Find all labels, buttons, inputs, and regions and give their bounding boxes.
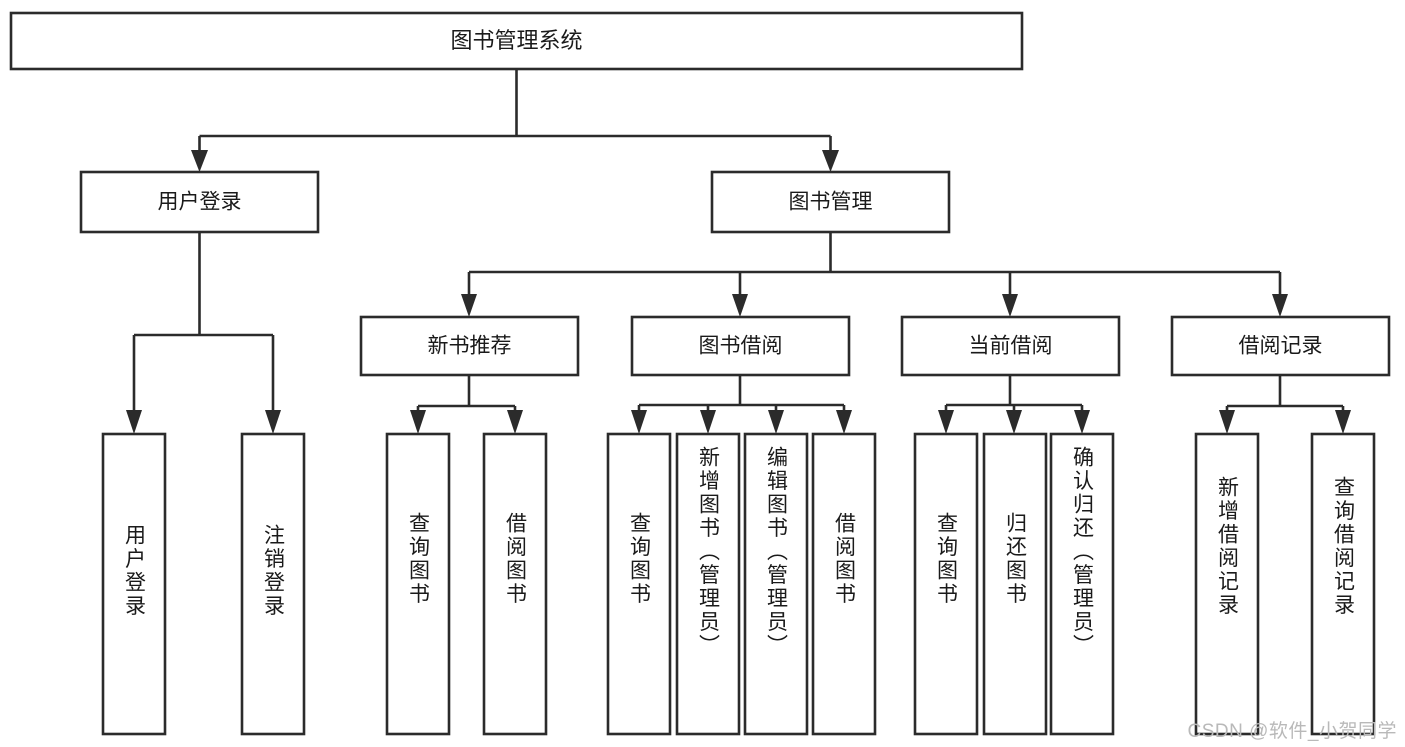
node-query-book-3-box[interactable] bbox=[913, 432, 979, 736]
node-new-book-recommend[interactable]: 新书推荐 bbox=[359, 315, 580, 377]
node-borrow-records-box[interactable] bbox=[1170, 315, 1391, 377]
node-current-borrow-box[interactable] bbox=[900, 315, 1121, 377]
arrowhead-query-book-2 bbox=[631, 410, 647, 434]
node-user-login[interactable]: 用户登录 bbox=[79, 170, 320, 234]
node-user-login-label: 用户登录 bbox=[158, 191, 242, 214]
node-borrow-book-1-box[interactable] bbox=[482, 432, 548, 736]
arrowhead-query-borrow-record bbox=[1335, 410, 1351, 434]
node-new-book-recommend-box[interactable] bbox=[359, 315, 580, 377]
arrowhead-book-borrow bbox=[732, 294, 748, 317]
node-borrow-records-label: 借阅记录 bbox=[1239, 335, 1323, 358]
arrowhead-new-book-recommend bbox=[461, 294, 477, 317]
arrowhead-add-book-admin bbox=[700, 410, 716, 434]
node-layer: 图书管理系统 用户登录 图书管理 新书推荐 图书借阅 bbox=[9, 11, 1391, 736]
arrowhead-return-book bbox=[1006, 410, 1022, 434]
node-current-borrow[interactable]: 当前借阅 bbox=[900, 315, 1121, 377]
node-add-borrow-record-box[interactable] bbox=[1194, 432, 1260, 736]
arrowhead-borrow-book-2 bbox=[836, 410, 852, 434]
node-book-borrow-box[interactable] bbox=[630, 315, 851, 377]
node-add-book-admin-box[interactable] bbox=[675, 432, 741, 736]
node-book-management[interactable]: 图书管理 bbox=[710, 170, 951, 234]
node-query-book-2-box[interactable] bbox=[606, 432, 672, 736]
node-current-borrow-label: 当前借阅 bbox=[969, 335, 1053, 358]
arrowhead-userlogin bbox=[191, 150, 208, 172]
node-borrow-records[interactable]: 借阅记录 bbox=[1170, 315, 1391, 377]
node-user-logout-box[interactable] bbox=[240, 432, 306, 736]
arrowhead-query-book-1 bbox=[410, 410, 426, 434]
arrowhead-query-book-3 bbox=[938, 410, 954, 434]
arrowhead-edit-book-admin bbox=[768, 410, 784, 434]
node-user-login-box[interactable] bbox=[79, 170, 320, 234]
node-book-management-box[interactable] bbox=[710, 170, 951, 234]
node-book-borrow[interactable]: 图书借阅 bbox=[630, 315, 851, 377]
node-book-management-label: 图书管理 bbox=[789, 191, 873, 214]
node-root-box[interactable] bbox=[9, 11, 1024, 71]
edge-layer bbox=[126, 69, 1351, 434]
watermark-text: CSDN @软件_小贺同学 bbox=[1187, 721, 1397, 742]
arrowhead-user-logout bbox=[265, 410, 281, 434]
node-query-borrow-record-box[interactable] bbox=[1310, 432, 1376, 736]
arrowhead-confirm-return-admin bbox=[1074, 410, 1090, 434]
node-book-borrow-label: 图书借阅 bbox=[699, 335, 783, 358]
node-confirm-return-admin-box[interactable] bbox=[1049, 432, 1115, 736]
node-user-login-do-box[interactable] bbox=[101, 432, 167, 736]
node-borrow-book-2-box[interactable] bbox=[811, 432, 877, 736]
arrowhead-borrow-book-1 bbox=[507, 410, 523, 434]
arrowhead-bookmgmt bbox=[822, 150, 839, 172]
arrowhead-user-login-do bbox=[126, 410, 142, 434]
node-root[interactable]: 图书管理系统 bbox=[9, 11, 1024, 71]
node-query-book-1-box[interactable] bbox=[385, 432, 451, 736]
node-root-label: 图书管理系统 bbox=[450, 28, 582, 53]
node-edit-book-admin-box[interactable] bbox=[743, 432, 809, 736]
arrowhead-borrow-records bbox=[1272, 294, 1288, 317]
arrowhead-current-borrow bbox=[1002, 294, 1018, 317]
node-new-book-recommend-label: 新书推荐 bbox=[428, 335, 512, 358]
node-return-book-box[interactable] bbox=[982, 432, 1048, 736]
arrowhead-add-borrow-record bbox=[1219, 410, 1235, 434]
